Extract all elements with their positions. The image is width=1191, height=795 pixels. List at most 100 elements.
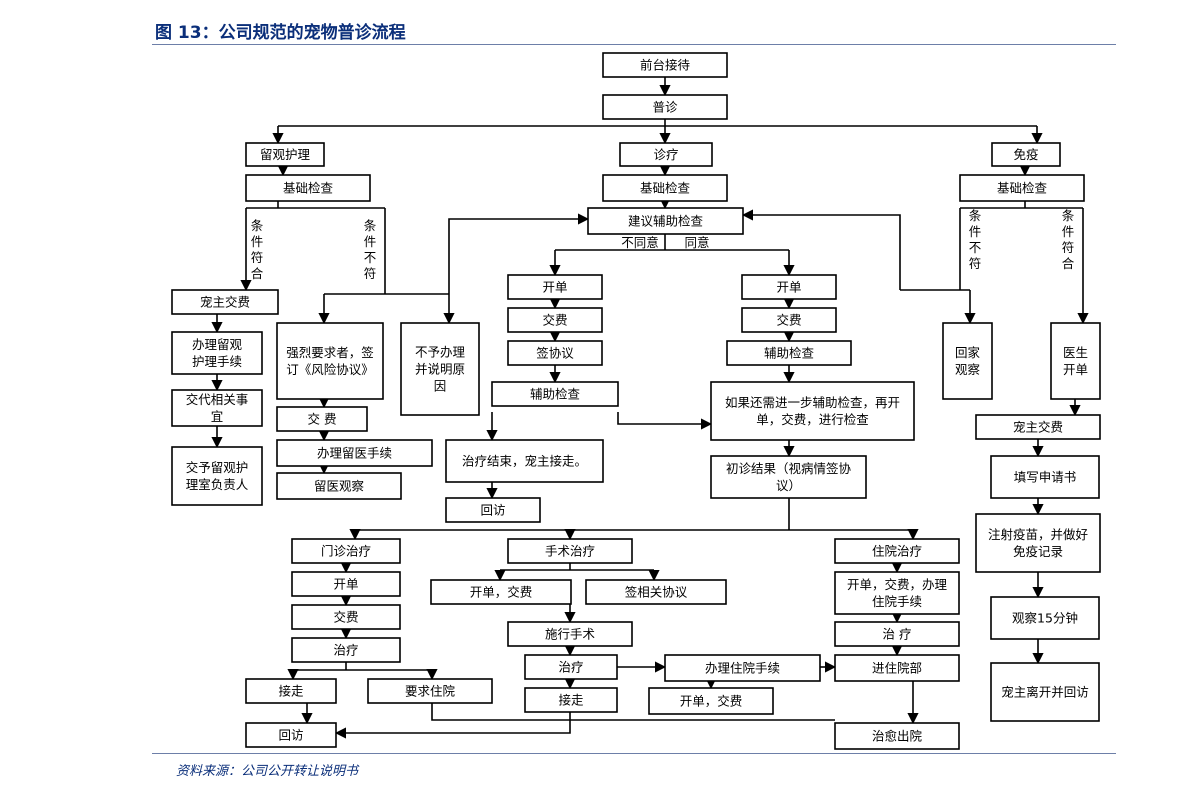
- node-box: [991, 142, 1061, 167]
- node-kaidan2: 开单: [741, 274, 837, 300]
- node-box: [245, 174, 371, 202]
- flow-arrow: [334, 712, 571, 739]
- node-box: [834, 571, 960, 615]
- node-box: [664, 654, 821, 682]
- node-box: [834, 654, 960, 682]
- node-label: 如果还需进一步辅助检查，再开: [725, 395, 900, 410]
- node-box: [291, 637, 401, 663]
- node-label: 基础检查: [997, 181, 1048, 196]
- edge-label-tiaojian-fuhe-2: 条件符合: [1062, 208, 1075, 271]
- node-kaidan-ban: 开单，交费，办理住院手续: [834, 571, 960, 615]
- node-label: 交费: [776, 313, 801, 328]
- node-box: [445, 497, 541, 523]
- node-jiezou1: 接走: [245, 678, 337, 704]
- node-jiaofei2: 交费: [741, 307, 837, 333]
- footer-rule: [152, 753, 1116, 754]
- node-box: [834, 538, 960, 564]
- node-label: 免疫记录: [1013, 544, 1063, 559]
- node-chongzhu2: 宠主交费: [975, 414, 1101, 440]
- edge-labels: 条件符合条件不符条件不符条件符合不同意同意: [251, 208, 1075, 281]
- node-box: [171, 446, 263, 506]
- flow-connectors: [211, 77, 1089, 739]
- node-jianyi: 建议辅助检查: [587, 207, 744, 235]
- node-label: 签协议: [536, 346, 574, 361]
- node-chongzhu1: 宠主交费: [171, 289, 279, 315]
- node-huifang2: 回访: [245, 722, 337, 748]
- node-box: [602, 52, 728, 78]
- node-label: 回访: [278, 728, 303, 743]
- node-label: 开单: [542, 280, 567, 295]
- node-label: 治 疗: [883, 627, 912, 642]
- node-label: 开单，交费: [680, 694, 743, 709]
- node-label: 办理留医手续: [317, 446, 392, 461]
- node-box: [276, 439, 433, 467]
- node-label: 初诊结果（视病情签协: [726, 461, 852, 476]
- node-label: 签相关协议: [625, 585, 688, 600]
- node-label: 观察15分钟: [1012, 611, 1078, 626]
- node-label: 交代相关事: [186, 392, 249, 407]
- node-label: 观察: [955, 362, 981, 377]
- node-box: [602, 174, 728, 202]
- node-label: 不予办理: [415, 345, 466, 360]
- node-label: 手术治疗: [545, 544, 595, 559]
- node-label: 治疗: [558, 660, 583, 675]
- node-label: 开单: [776, 280, 801, 295]
- node-box: [507, 274, 603, 300]
- node-box: [245, 142, 325, 167]
- node-banliu: 办理留医手续: [276, 439, 433, 467]
- node-box: [585, 579, 727, 605]
- node-label: 治疗结束，宠主接走。: [462, 454, 587, 469]
- node-label: 单，交费，进行检查: [756, 412, 869, 427]
- node-yaoqiu: 要求住院: [367, 678, 493, 704]
- node-shoushu: 手术治疗: [507, 538, 633, 564]
- node-kaidan-jf2: 开单，交费: [648, 687, 774, 715]
- node-label: 接走: [278, 684, 304, 699]
- node-zhiliao4: 治疗: [524, 654, 618, 680]
- node-label: 并说明原: [415, 362, 465, 377]
- node-box: [602, 94, 728, 120]
- node-zhiliao5: 治 疗: [834, 621, 960, 647]
- node-kaidan-jf: 开单，交费: [430, 579, 572, 605]
- node-qiantai: 前台接待: [602, 52, 728, 78]
- node-label: 办理住院手续: [705, 661, 780, 676]
- node-box: [507, 307, 603, 333]
- node-box: [276, 406, 368, 432]
- node-label: 开单，交费，办理: [847, 577, 948, 592]
- node-box: [942, 322, 993, 400]
- node-label: 普诊: [652, 100, 678, 115]
- node-zhiyu: 治愈出院: [834, 722, 960, 750]
- node-label: 宠主离开并回访: [1001, 685, 1089, 700]
- node-jiaofei1: 交费: [507, 307, 603, 333]
- node-box: [975, 513, 1101, 573]
- node-box: [834, 722, 960, 750]
- node-label: 办理留观: [192, 337, 243, 352]
- node-kaidan3: 开单: [291, 571, 401, 597]
- node-label: 治疗: [333, 643, 358, 658]
- node-box: [445, 439, 604, 483]
- node-jc3: 基础检查: [959, 174, 1085, 202]
- node-label: 因: [434, 379, 447, 394]
- node-puzhen: 普诊: [602, 94, 728, 120]
- node-mianyi: 免疫: [991, 142, 1061, 167]
- node-guancha: 观察15分钟: [990, 596, 1100, 640]
- node-box: [400, 322, 480, 416]
- figure-title: 图 13：公司规范的宠物普诊流程: [155, 23, 406, 43]
- node-likai: 宠主离开并回访: [990, 662, 1100, 722]
- node-box: [726, 340, 852, 366]
- node-label: 基础检查: [283, 181, 334, 196]
- node-zhiliao3: 治疗: [291, 637, 401, 663]
- node-box: [959, 174, 1085, 202]
- node-label: 留观护理: [260, 147, 311, 162]
- node-box: [990, 662, 1100, 722]
- node-box: [710, 381, 915, 441]
- node-label: 宜: [211, 409, 224, 424]
- source-note: 资料来源：公司公开转让说明书: [176, 764, 359, 779]
- node-box: [507, 340, 603, 366]
- node-box: [291, 604, 401, 630]
- node-label: 宠主交费: [200, 295, 250, 310]
